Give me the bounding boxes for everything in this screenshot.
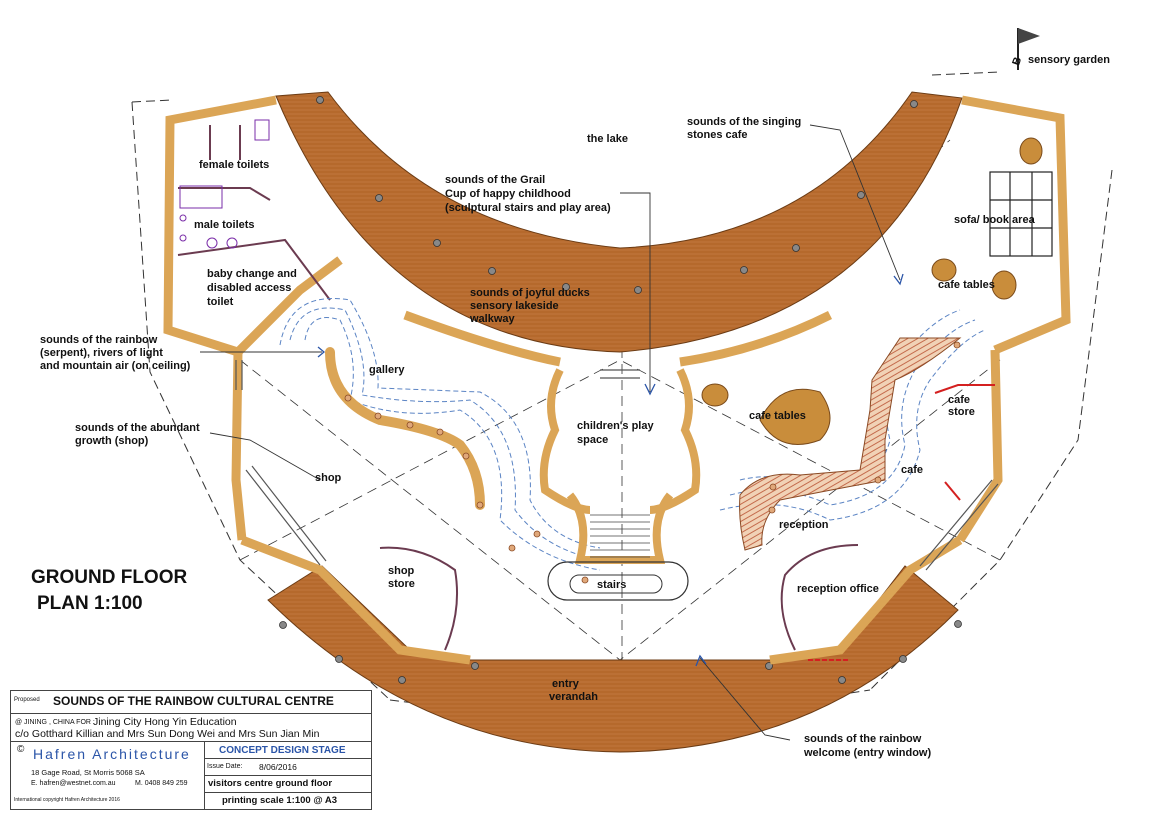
- joyful-ducks-label-2: sensory lakeside: [470, 300, 559, 312]
- lakeside-deck: [275, 91, 963, 353]
- singing-stones-label-2: stones cafe: [687, 129, 748, 141]
- north-marker-label: B: [1010, 56, 1024, 68]
- abundant-growth-label-1: sounds of the abundant: [75, 422, 200, 434]
- joyful-ducks-label-1: sounds of joyful ducks: [470, 287, 590, 299]
- sheet-title: visitors centre ground floor: [208, 778, 333, 789]
- cafe-tables-mid-label: cafe tables: [749, 410, 806, 422]
- entry-deck: [267, 565, 959, 753]
- baby-change-label-1: baby change and: [207, 268, 297, 280]
- joyful-ducks-label-3: walkway: [469, 313, 516, 325]
- grail-label-1: sounds of the Grail: [445, 174, 545, 186]
- rainbow-serpent-label-1: sounds of the rainbow: [40, 334, 158, 346]
- cafe-store-label-2: store: [948, 406, 975, 418]
- title-block-divider: [204, 792, 371, 793]
- leader-arrowheads: [317, 273, 904, 667]
- singing-stones-label-1: sounds of the singing: [687, 116, 801, 128]
- baby-change-label-2: disabled access: [207, 282, 291, 294]
- issue-date: 8/06/2016: [259, 762, 297, 772]
- title-block-divider: [11, 741, 371, 742]
- title-block: Proposed SOUNDS OF THE RAINBOW CULTURAL …: [10, 690, 372, 810]
- grail-label-2: Cup of happy childhood: [445, 188, 571, 200]
- printing-scale: printing scale 1:100 @ A3: [222, 795, 338, 806]
- shop-store-label-2: store: [388, 578, 415, 590]
- sofa-book-area: [989, 171, 1053, 257]
- cafe-label: cafe: [901, 464, 923, 476]
- cafe-store-door: [944, 481, 961, 501]
- toilet-walls: [177, 125, 331, 301]
- title-block-divider: [204, 775, 371, 776]
- firm-email: E. hafren@westnet.com.au: [31, 780, 116, 787]
- male-toilets-label: male toilets: [194, 219, 255, 231]
- grail-label-3: (sculptural stairs and play area): [445, 202, 611, 214]
- shop-label: shop: [315, 472, 342, 484]
- reception-office-wall: [780, 544, 859, 651]
- design-stage: CONCEPT DESIGN STAGE: [219, 745, 346, 756]
- leader-lines: [200, 124, 901, 741]
- gallery-label: gallery: [369, 364, 405, 376]
- client-contact: c/o Gotthard Killian and Mrs Sun Dong We…: [15, 728, 320, 740]
- reception-label: reception: [779, 519, 829, 531]
- rainbow-serpent: [325, 347, 485, 510]
- building-walls: [163, 95, 1071, 665]
- north-flag-icon: [1017, 28, 1040, 70]
- stairs-label: stairs: [597, 579, 626, 591]
- title-block-divider: [11, 713, 371, 714]
- baby-change-label-3: toilet: [207, 296, 234, 308]
- cafe-store-wall: [934, 384, 995, 394]
- sensory-garden-label: sensory garden: [1028, 54, 1110, 66]
- rainbow-welcome-label-1: sounds of the rainbow: [804, 733, 922, 745]
- female-toilets-label: female toilets: [199, 159, 269, 171]
- childrens-play-space: [539, 368, 701, 564]
- rainbow-serpent-label-3: and mountain air (on ceiling): [40, 360, 191, 372]
- entry-verandah-label-1: entry: [552, 678, 580, 690]
- cafe-counter: [739, 337, 962, 551]
- sculptural-stairs: [590, 514, 650, 558]
- firm-mobile: M. 0408 849 259: [135, 780, 188, 787]
- plan-title-line-1: GROUND FLOOR: [31, 567, 187, 588]
- stairs-platform: [547, 561, 689, 601]
- sofa-book-label: sofa/ book area: [954, 214, 1036, 226]
- copyright-notice: International copyright Hafren Architect…: [14, 797, 120, 803]
- entry-verandah-label-2: verandah: [549, 691, 598, 703]
- plan-title-line-2: PLAN 1:100: [37, 593, 143, 614]
- proposed-label: Proposed: [14, 697, 40, 703]
- deck-posts: [279, 96, 962, 684]
- site-boundary: [131, 71, 1113, 714]
- childrens-play-label-2: space: [577, 434, 608, 446]
- the-lake-label: the lake: [587, 133, 628, 145]
- issue-date-label: Issue Date:: [207, 763, 243, 770]
- abundant-growth-label-2: growth (shop): [75, 435, 149, 447]
- childrens-play-label-1: children's play: [577, 420, 654, 432]
- firm-address: 18 Gage Road, St Morris 5068 SA: [31, 768, 145, 777]
- project-title: SOUNDS OF THE RAINBOW CULTURAL CENTRE: [53, 694, 334, 708]
- copyright-symbol: ©: [17, 744, 25, 755]
- cafe-tables-top-label: cafe tables: [938, 279, 995, 291]
- stairs-inner: [569, 574, 663, 594]
- counter-points: [768, 341, 961, 514]
- serpent-lights: [344, 394, 589, 584]
- shop-store-label-1: shop: [388, 565, 415, 577]
- cafe-store-label-1: cafe: [948, 394, 970, 406]
- toilet-fixtures: [179, 119, 270, 249]
- rainbow-serpent-label-2: (serpent), rivers of light: [40, 347, 163, 359]
- shop-store-wall: [379, 546, 459, 651]
- title-block-divider: [204, 758, 371, 759]
- cafe-tables: [701, 137, 1043, 445]
- firm-name: Hafren Architecture: [33, 746, 191, 762]
- reception-office-label: reception office: [797, 583, 879, 595]
- location-prefix: @ JINING , CHINA FOR :: [15, 719, 95, 726]
- client-name: Jining City Hong Yin Education: [93, 716, 237, 728]
- rainbow-welcome-label-2: welcome (entry window): [803, 747, 931, 759]
- window-frames: [235, 360, 999, 571]
